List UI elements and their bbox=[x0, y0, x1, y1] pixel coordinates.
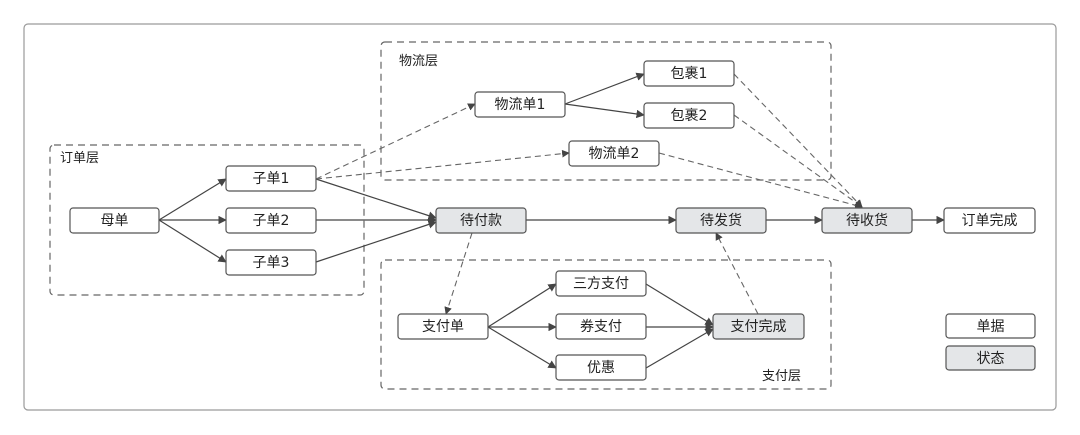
node-coupon-payment-label: 券支付 bbox=[580, 319, 622, 335]
node-package-1-label: 包裹1 bbox=[671, 66, 708, 82]
node-pending-shipment-label: 待发货 bbox=[700, 212, 742, 229]
node-sub-order-2-label: 子单2 bbox=[253, 213, 290, 229]
edge-parent-to-sub3 bbox=[158, 219, 227, 263]
edge-sub1-to-logistics2 bbox=[315, 149, 570, 180]
node-payment-order-label: 支付单 bbox=[422, 319, 464, 335]
edge-payment-complete-to-pending-shipment bbox=[715, 232, 759, 315]
edge-sub3-to-pending-payment bbox=[315, 220, 437, 263]
node-payment-complete: 支付完成 bbox=[712, 313, 805, 340]
edge-third-party-to-payment-complete bbox=[645, 283, 714, 326]
node-sub-order-3-label: 子单3 bbox=[253, 255, 290, 271]
node-order-complete: 订单完成 bbox=[943, 207, 1036, 234]
node-pending-payment: 待付款 bbox=[435, 207, 527, 234]
payment-layer-label: 支付层 bbox=[762, 369, 801, 384]
edge-logistics1-to-package2 bbox=[564, 103, 645, 119]
node-third-party-payment-label: 三方支付 bbox=[573, 276, 629, 292]
node-discount: 优惠 bbox=[555, 354, 647, 381]
node-package-2: 包裹2 bbox=[643, 102, 735, 129]
node-logistics-order-2: 物流单2 bbox=[568, 140, 660, 167]
outer-frame bbox=[23, 23, 1057, 411]
edge-payment-order-to-discount bbox=[487, 326, 557, 369]
legend-document: 单据 bbox=[945, 313, 1036, 339]
edge-logistics1-to-package1 bbox=[564, 72, 645, 105]
node-pending-shipment: 待发货 bbox=[675, 207, 767, 234]
legend-state-label: 状态 bbox=[977, 351, 1005, 367]
edge-package2-to-pending-receipt bbox=[733, 114, 863, 208]
logistics-layer-box bbox=[380, 41, 832, 181]
payment-layer-box bbox=[380, 259, 832, 390]
edge-sub1-to-pending-payment bbox=[315, 178, 437, 220]
node-logistics-order-1-label: 物流单1 bbox=[495, 97, 546, 113]
node-pending-receipt: 待收货 bbox=[821, 207, 913, 234]
order-layer-box bbox=[49, 144, 365, 296]
node-parent-order: 母单 bbox=[69, 207, 160, 234]
node-sub-order-3: 子单3 bbox=[225, 249, 317, 276]
edge-pending-payment-to-payment-order bbox=[444, 232, 473, 315]
node-coupon-payment: 券支付 bbox=[555, 313, 647, 340]
edge-payment-order-to-third-party bbox=[487, 283, 557, 328]
edge-sub1-to-logistics1 bbox=[315, 103, 476, 180]
node-package-2-label: 包裹2 bbox=[671, 108, 708, 124]
legend-document-label: 单据 bbox=[977, 319, 1005, 335]
order-layer-group: 订单层 bbox=[49, 144, 365, 296]
legend-state: 状态 bbox=[945, 345, 1036, 371]
node-payment-complete-label: 支付完成 bbox=[731, 319, 787, 335]
legend: 单据 状态 bbox=[945, 313, 1036, 371]
node-sub-order-1: 子单1 bbox=[225, 165, 317, 192]
node-logistics-order-2-label: 物流单2 bbox=[589, 146, 640, 162]
logistics-layer-label: 物流层 bbox=[399, 54, 438, 69]
node-third-party-payment: 三方支付 bbox=[555, 270, 647, 297]
node-sub-order-1-label: 子单1 bbox=[253, 171, 290, 187]
order-layer-label: 订单层 bbox=[60, 151, 99, 166]
node-package-1: 包裹1 bbox=[643, 60, 735, 87]
node-payment-order: 支付单 bbox=[397, 313, 489, 340]
payment-layer-group: 支付层 bbox=[380, 259, 832, 390]
edge-package1-to-pending-receipt bbox=[733, 73, 863, 208]
dashed-edges bbox=[315, 73, 863, 315]
node-parent-order-label: 母单 bbox=[101, 213, 129, 229]
node-logistics-order-1: 物流单1 bbox=[474, 91, 566, 118]
node-discount-label: 优惠 bbox=[587, 360, 615, 376]
edge-parent-to-sub1 bbox=[158, 178, 227, 221]
edge-logistics2-to-pending-receipt bbox=[658, 152, 863, 209]
solid-edges bbox=[158, 72, 945, 369]
node-order-complete-label: 订单完成 bbox=[962, 213, 1018, 229]
edge-discount-to-payment-complete bbox=[645, 328, 714, 369]
node-sub-order-2: 子单2 bbox=[225, 207, 317, 234]
logistics-layer-group: 物流层 bbox=[380, 41, 832, 181]
node-pending-payment-label: 待付款 bbox=[460, 213, 502, 229]
node-pending-receipt-label: 待收货 bbox=[846, 212, 888, 229]
